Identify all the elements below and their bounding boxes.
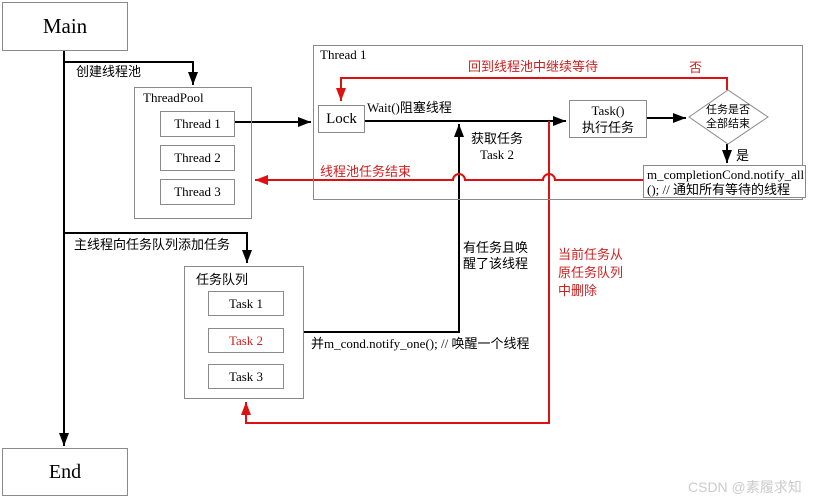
lock-box: Lock bbox=[318, 105, 365, 133]
thread-item-1: Thread 1 bbox=[160, 111, 235, 137]
fetch-task-line2: Task 2 bbox=[479, 147, 515, 162]
notify-all-line1: m_completionCond.notify_all bbox=[647, 166, 805, 182]
fetch-task-line1: 获取任务 bbox=[470, 131, 523, 146]
threadpool-box bbox=[134, 87, 252, 219]
thread1-panel-title: Thread 1 bbox=[320, 47, 367, 62]
has-task-line2: 醒了该线程 bbox=[463, 256, 529, 271]
arrow-no-back-to-lock bbox=[336, 77, 728, 101]
csdn-watermark: CSDN @素履求知 bbox=[688, 479, 802, 495]
has-task-label: 有任务且唤 醒了该线程 bbox=[463, 240, 528, 272]
thread1-panel bbox=[313, 45, 803, 200]
arrow-remove-task-from-queue bbox=[241, 121, 550, 424]
back-to-pool-label: 回到线程池中继续等待 bbox=[468, 59, 599, 74]
branch-no-label: 否 bbox=[689, 60, 703, 75]
remove-task-line1: 当前任务从 bbox=[558, 247, 624, 262]
main-node: Main bbox=[2, 2, 128, 51]
notify-all-box: m_completionCond.notify_all (); // 通知所有等… bbox=[643, 165, 806, 198]
task-exec-box: Task() 执行任务 bbox=[569, 100, 647, 138]
task-item-2: Task 2 bbox=[208, 328, 284, 353]
notify-all-line2: (); // 通知所有等待的线程 bbox=[647, 181, 790, 197]
notify-one-label: 并m_cond.notify_one(); // 唤醒一个线程 bbox=[311, 336, 530, 351]
wait-block-label: Wait()阻塞线程 bbox=[367, 100, 452, 115]
decision-line2: 全部结束 bbox=[706, 118, 750, 130]
remove-task-line2: 原任务队列 bbox=[558, 265, 624, 280]
threadpool-title: ThreadPool bbox=[143, 90, 204, 105]
task-exec-line1: Task() bbox=[591, 103, 625, 118]
thread-item-3: Thread 3 bbox=[160, 179, 235, 205]
pool-tasks-end-label: 线程池任务结束 bbox=[320, 164, 412, 179]
branch-yes-label: 是 bbox=[736, 148, 750, 163]
has-task-line1: 有任务且唤 bbox=[463, 240, 529, 255]
task-exec-line2: 执行任务 bbox=[581, 120, 634, 135]
decision-label: 任务是否 全部结束 bbox=[692, 103, 764, 131]
remove-task-line3: 中删除 bbox=[558, 283, 598, 298]
add-tasks-label: 主线程向任务队列添加任务 bbox=[74, 237, 231, 252]
arrow-queue-wakeup-thread bbox=[304, 124, 464, 333]
task-queue-box bbox=[184, 266, 304, 399]
decision-line1: 任务是否 bbox=[706, 104, 750, 116]
task-item-1: Task 1 bbox=[208, 291, 284, 316]
task-item-3: Task 3 bbox=[208, 364, 284, 389]
remove-task-label: 当前任务从 原任务队列 中删除 bbox=[558, 246, 623, 300]
arrow-pool-tasks-end bbox=[255, 173, 643, 185]
end-node: End bbox=[2, 448, 128, 496]
create-pool-label: 创建线程池 bbox=[76, 64, 142, 79]
thread-item-2: Thread 2 bbox=[160, 145, 235, 171]
arrow-create-threadpool bbox=[64, 61, 198, 85]
arrow-add-tasks-to-queue bbox=[64, 232, 252, 263]
task-queue-title: 任务队列 bbox=[196, 272, 249, 287]
decision-diamond bbox=[688, 89, 769, 145]
fetch-task-label: 获取任务 Task 2 bbox=[464, 131, 530, 163]
